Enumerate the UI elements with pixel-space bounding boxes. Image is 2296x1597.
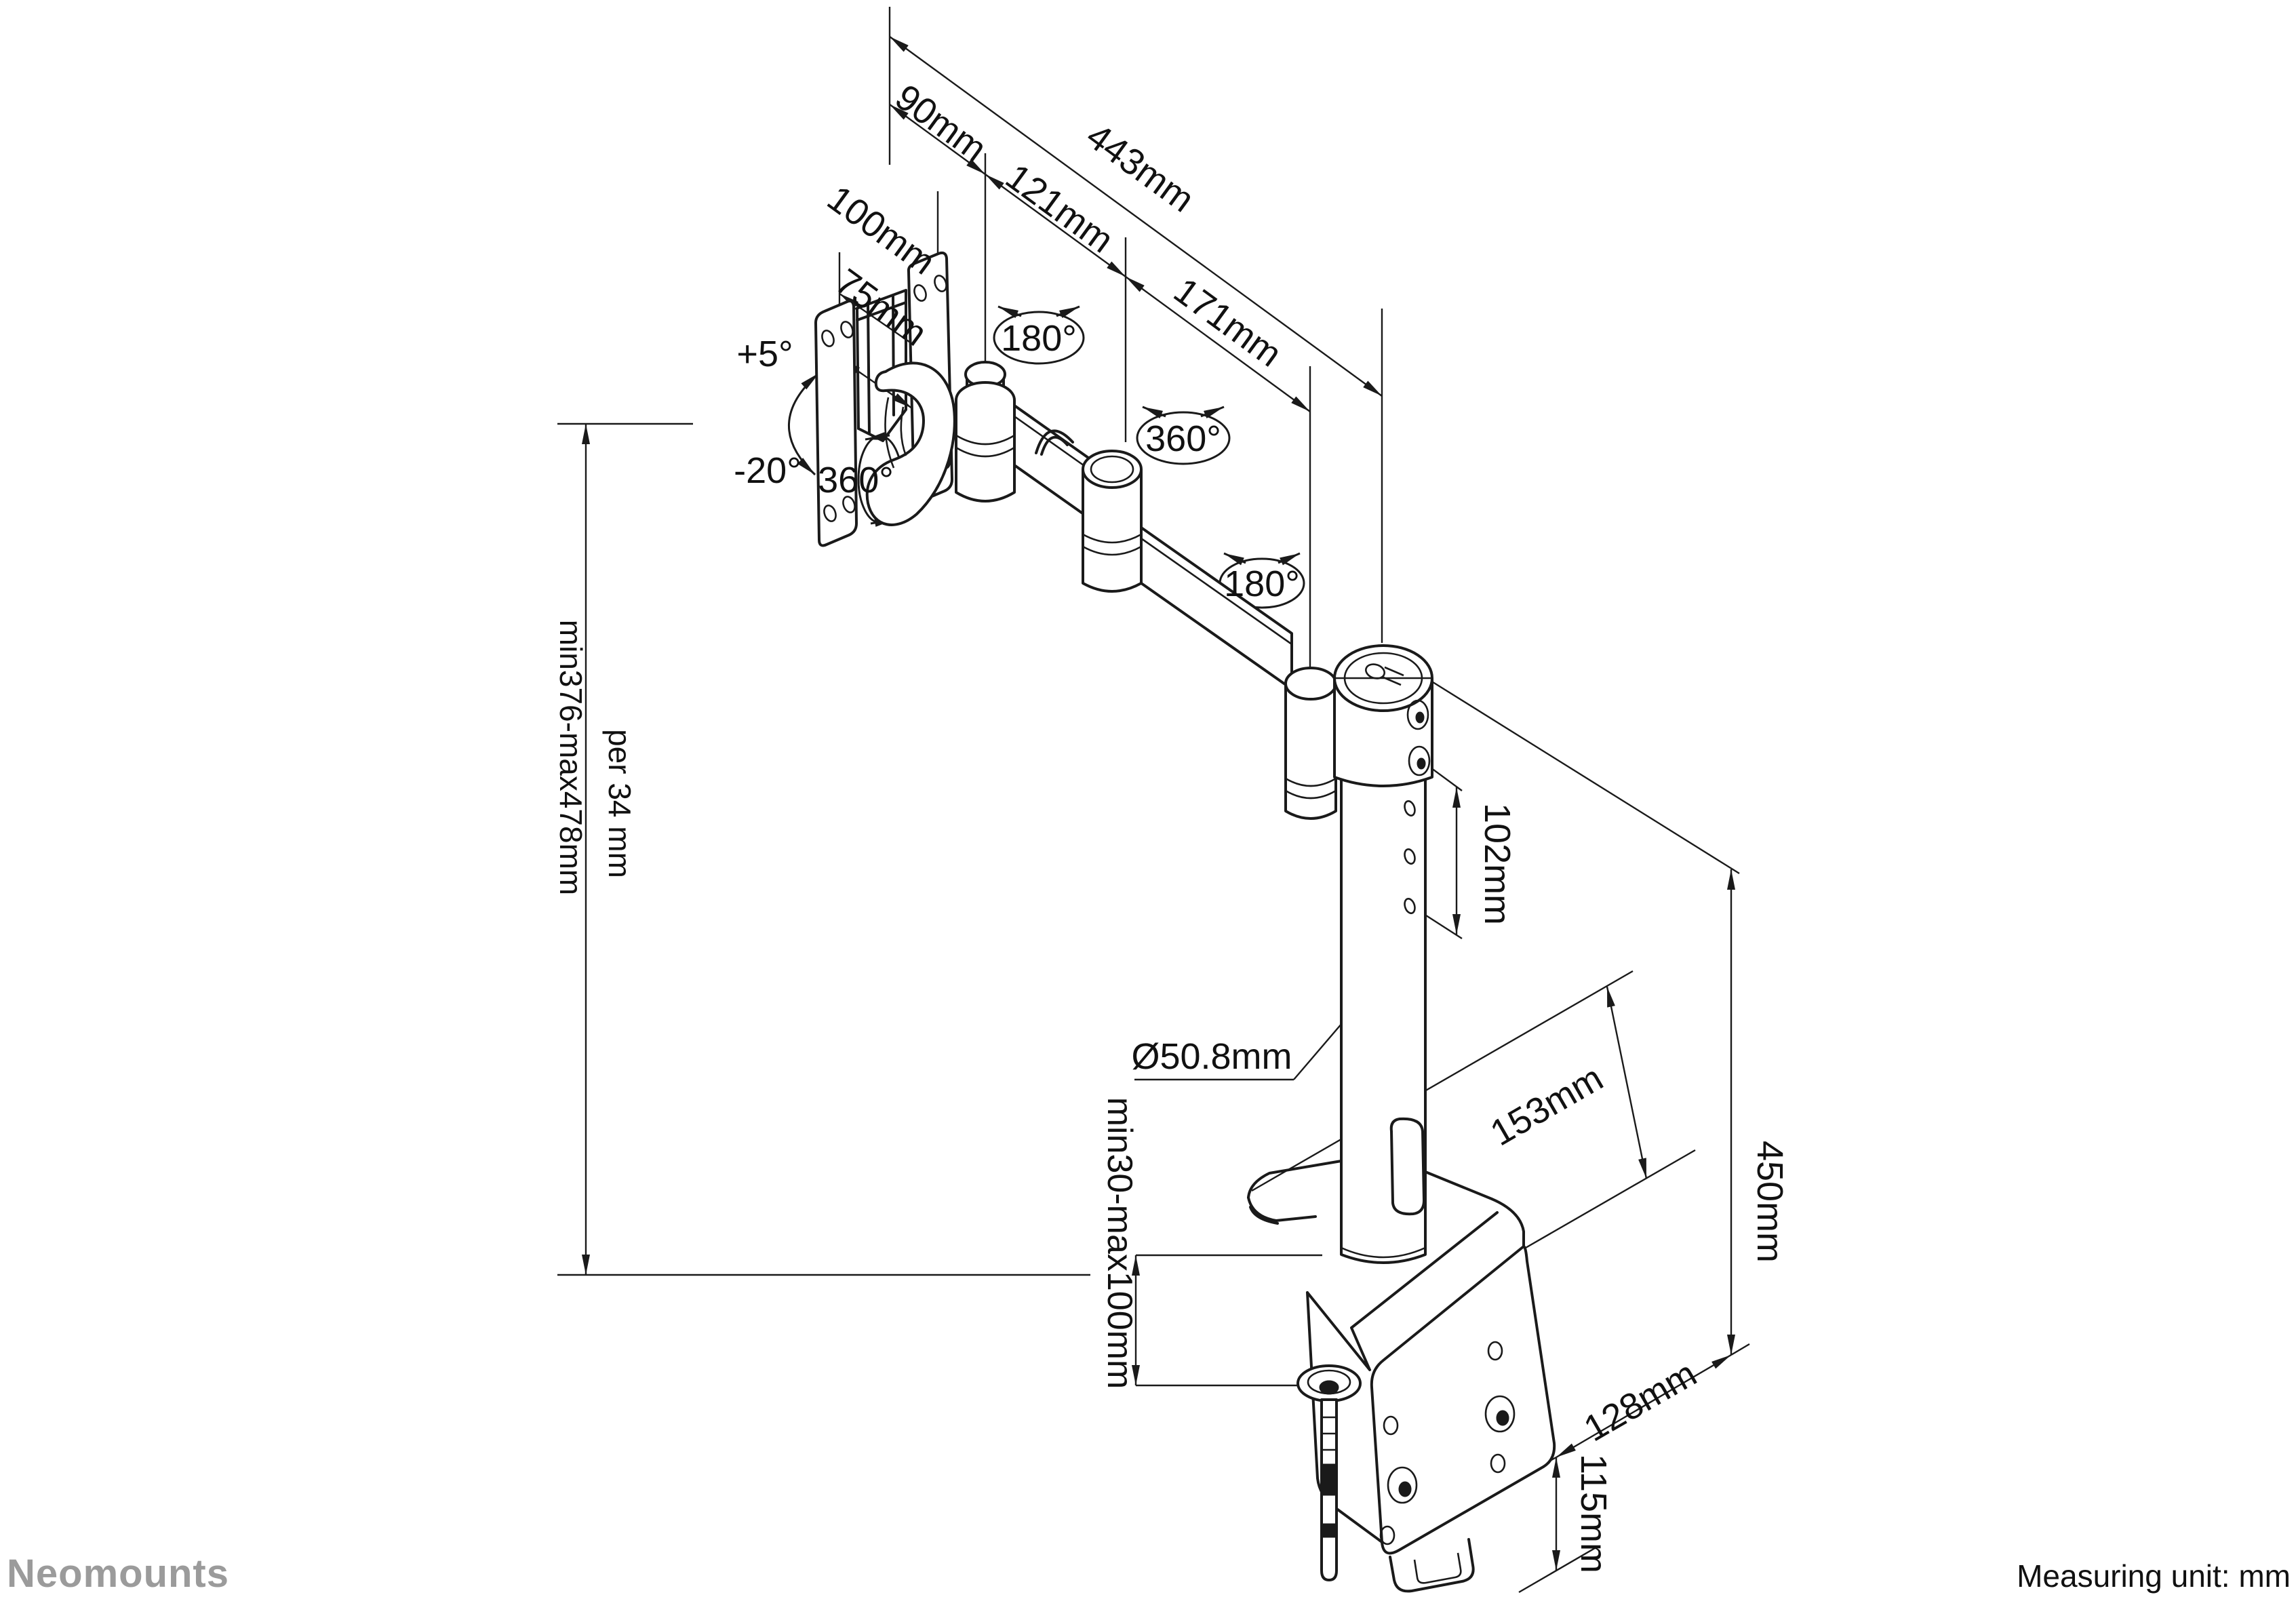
label-dim-171: 171mm <box>1166 270 1289 375</box>
dimension-lines <box>557 7 1750 1594</box>
rotation-arrow-joint1-left <box>997 305 1022 318</box>
ext-450-top <box>1430 679 1740 875</box>
clamp-hole-large <box>1484 1395 1516 1433</box>
rotation-arrow-joint1-right <box>1056 305 1080 318</box>
label-dim-443: 443mm <box>1079 115 1202 220</box>
pole-hole <box>1404 800 1416 816</box>
ext-153-lower <box>1525 1149 1696 1249</box>
rotation-ellipse-mid <box>1136 411 1231 465</box>
label-dim-90: 90mm <box>888 77 994 170</box>
clamp-hole-small <box>1383 1415 1399 1436</box>
pole <box>1340 772 1427 1264</box>
vesa-hole <box>842 496 856 513</box>
clamp-hole-center <box>1496 1410 1509 1426</box>
pole-hole <box>1404 898 1416 914</box>
dim-line-128 <box>1556 1354 1732 1459</box>
clamp-hole-center <box>1398 1481 1412 1497</box>
upper-arm-edge <box>1014 415 1094 473</box>
clamp-hole-small <box>1487 1341 1503 1361</box>
dim-line-153 <box>1606 986 1648 1179</box>
joint1-rings <box>955 434 1015 458</box>
base-plate-edge <box>1247 1196 1317 1225</box>
collar-screw-hole <box>1406 699 1429 730</box>
dim-line-443 <box>889 36 1383 397</box>
clamp-jaw-slot <box>1413 1552 1462 1584</box>
collar-screw-hole <box>1408 745 1431 776</box>
cable-clip <box>1035 429 1074 456</box>
joint1-body <box>955 400 1016 502</box>
vesa-bracket <box>855 289 907 442</box>
leader-diameter <box>1293 1018 1347 1080</box>
rotation-ellipse-joint1 <box>993 311 1085 365</box>
label-rot-vesa: 360° <box>818 460 894 500</box>
ext-128-right <box>1730 1343 1750 1356</box>
label-clamp-range: min30-max100mm <box>1100 1097 1139 1389</box>
rotation-arrow-pole-left <box>1223 552 1246 566</box>
clamp-jaw <box>1389 1538 1475 1593</box>
tilt-mechanism-detail <box>884 397 907 469</box>
label-hole-spacing: 102mm <box>1477 803 1518 925</box>
label-clamp-depth: 128mm <box>1577 1353 1703 1449</box>
lower-arm-edge <box>1141 537 1292 646</box>
joint3-cap <box>1284 667 1337 701</box>
clamp-hole-small <box>1490 1453 1506 1474</box>
collar-screw-dot <box>1415 711 1425 724</box>
ext-153-upper <box>1251 970 1634 1192</box>
rotation-arrow-mid-right <box>1200 406 1225 418</box>
labels: 90mm 443mm 121mm 171mm 100mm 75mm +5° -2… <box>7 77 2291 1596</box>
measuring-unit-note: Measuring unit: mm <box>2017 1558 2291 1594</box>
clamp-hole-small <box>1379 1525 1396 1545</box>
pole-hole <box>1404 848 1416 865</box>
label-rot-mid: 360° <box>1145 418 1221 459</box>
vesa-hole <box>934 275 947 292</box>
label-height-step: per 34 mm <box>602 729 637 878</box>
dim-line-171 <box>1125 276 1311 412</box>
label-plate-depth: 153mm <box>1484 1057 1610 1154</box>
collar-screw-dot <box>1417 757 1426 770</box>
label-rot-joint1: 180° <box>1001 318 1077 359</box>
keyhole-slot <box>1381 666 1404 686</box>
keyhole <box>1365 663 1385 679</box>
label-rot-pole: 180° <box>1224 564 1300 604</box>
clamp-screw-head <box>1319 1380 1339 1395</box>
vesa-hole <box>840 321 854 338</box>
clamp-front-face <box>1370 1245 1556 1555</box>
vesa-plate-front <box>814 299 858 547</box>
dim-line-90 <box>889 104 986 175</box>
joint3-rings <box>1285 777 1337 800</box>
vesa-hole <box>821 330 835 347</box>
rotation-arrow-mid-left <box>1142 406 1166 418</box>
clamp-screw-threads <box>1322 1416 1337 1451</box>
clamp-screw-band <box>1320 1463 1338 1496</box>
joint2-rings <box>1082 533 1142 556</box>
hardware <box>814 251 1556 1593</box>
joint2-cap-inner <box>1090 455 1134 484</box>
clamp-screw-band <box>1320 1523 1338 1538</box>
label-height-range: min376-max478mm <box>553 620 589 895</box>
vesa-hole <box>913 284 927 302</box>
label-dim-121: 121mm <box>998 156 1121 261</box>
label-pole-diameter: Ø50.8mm <box>1131 1036 1292 1077</box>
base-plate-top <box>1247 1160 1525 1248</box>
joint2-body <box>1082 469 1143 593</box>
label-dim-100: 100mm <box>820 178 943 283</box>
brand-logo: Neomounts <box>7 1552 229 1596</box>
pole-base-arc <box>1341 1246 1426 1259</box>
label-pole-height: 450mm <box>1749 1141 1790 1263</box>
dim-line-121 <box>985 174 1126 277</box>
clamp-hole-large <box>1387 1466 1418 1504</box>
vesa-hole <box>823 505 837 522</box>
tilt-mechanism <box>865 361 956 526</box>
label-tilt-down: -20° <box>734 450 801 491</box>
pole-cable-slot <box>1389 1117 1425 1216</box>
tilt-arc <box>787 372 820 476</box>
label-tilt-up: +5° <box>736 334 793 374</box>
rotation-arrow-pole-right <box>1278 552 1301 566</box>
label-clamp-height: 115mm <box>1573 1454 1614 1573</box>
